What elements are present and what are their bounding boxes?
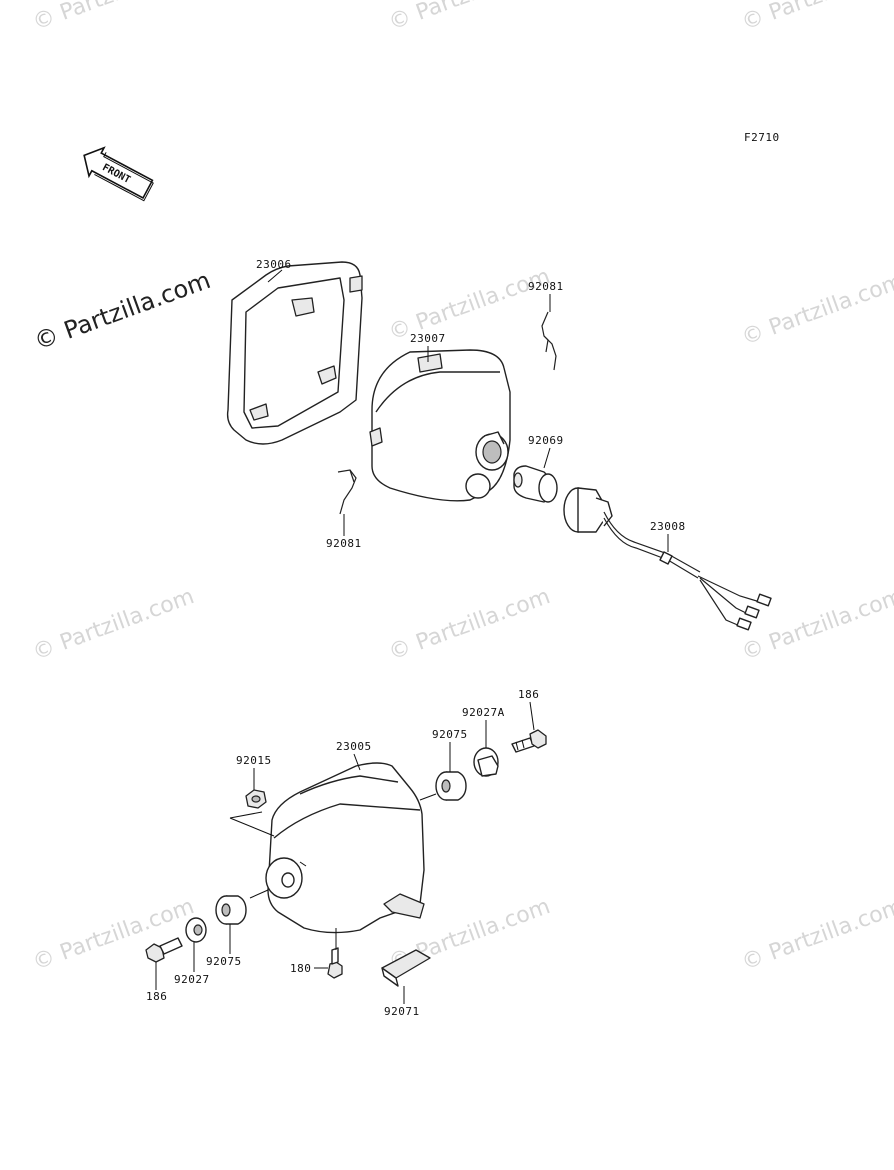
label-92081-top: 92081 xyxy=(528,280,564,293)
grommet-92075-top xyxy=(435,771,467,801)
label-92071: 92071 xyxy=(384,1005,420,1018)
watermark: © Partzilla.com xyxy=(739,0,894,36)
label-92075-top: 92075 xyxy=(432,728,468,741)
label-92027: 92027 xyxy=(174,973,210,986)
nut-92015 xyxy=(245,789,267,809)
label-23007: 23007 xyxy=(410,332,446,345)
bolt-186-bottom xyxy=(145,937,183,963)
label-92015: 92015 xyxy=(236,754,272,767)
front-arrow-icon: FRONT xyxy=(83,146,154,202)
label-180: 180 xyxy=(290,962,311,975)
watermark: © Partzilla.com xyxy=(739,269,894,351)
clip-92081-bottom xyxy=(337,469,357,515)
figure-code: F2710 xyxy=(744,131,780,144)
collar-92027 xyxy=(185,917,207,943)
label-23005: 23005 xyxy=(336,740,372,753)
bulb-92069 xyxy=(513,465,558,503)
label-92075-bottom: 92075 xyxy=(206,955,242,968)
headlight-rim-23006 xyxy=(226,261,363,445)
watermark: © Partzilla.com xyxy=(30,894,198,976)
watermark: © Partzilla.com xyxy=(386,584,554,666)
watermark: © Partzilla.com xyxy=(386,0,554,36)
watermark-bold: © Partzilla.com xyxy=(30,266,214,356)
label-186-top: 186 xyxy=(518,688,539,701)
headlight-cover-23005 xyxy=(265,762,425,934)
screw-180 xyxy=(327,947,343,979)
watermark: © Partzilla.com xyxy=(30,0,198,36)
grommet-92075-bottom xyxy=(215,895,247,925)
label-92027A: 92027A xyxy=(462,706,505,719)
collar-92027A xyxy=(473,747,499,777)
socket-harness-23008 xyxy=(563,487,772,631)
label-186-bottom: 186 xyxy=(146,990,167,1003)
label-92081-bottom: 92081 xyxy=(326,537,362,550)
watermark: © Partzilla.com xyxy=(30,584,198,666)
pad-92071 xyxy=(381,949,431,987)
watermark: © Partzilla.com xyxy=(739,894,894,976)
label-92069: 92069 xyxy=(528,434,564,447)
clip-92081-top xyxy=(541,311,557,371)
bolt-186-top xyxy=(511,729,547,753)
label-23006: 23006 xyxy=(256,258,292,271)
label-23008: 23008 xyxy=(650,520,686,533)
headlight-body-23007 xyxy=(369,349,511,502)
